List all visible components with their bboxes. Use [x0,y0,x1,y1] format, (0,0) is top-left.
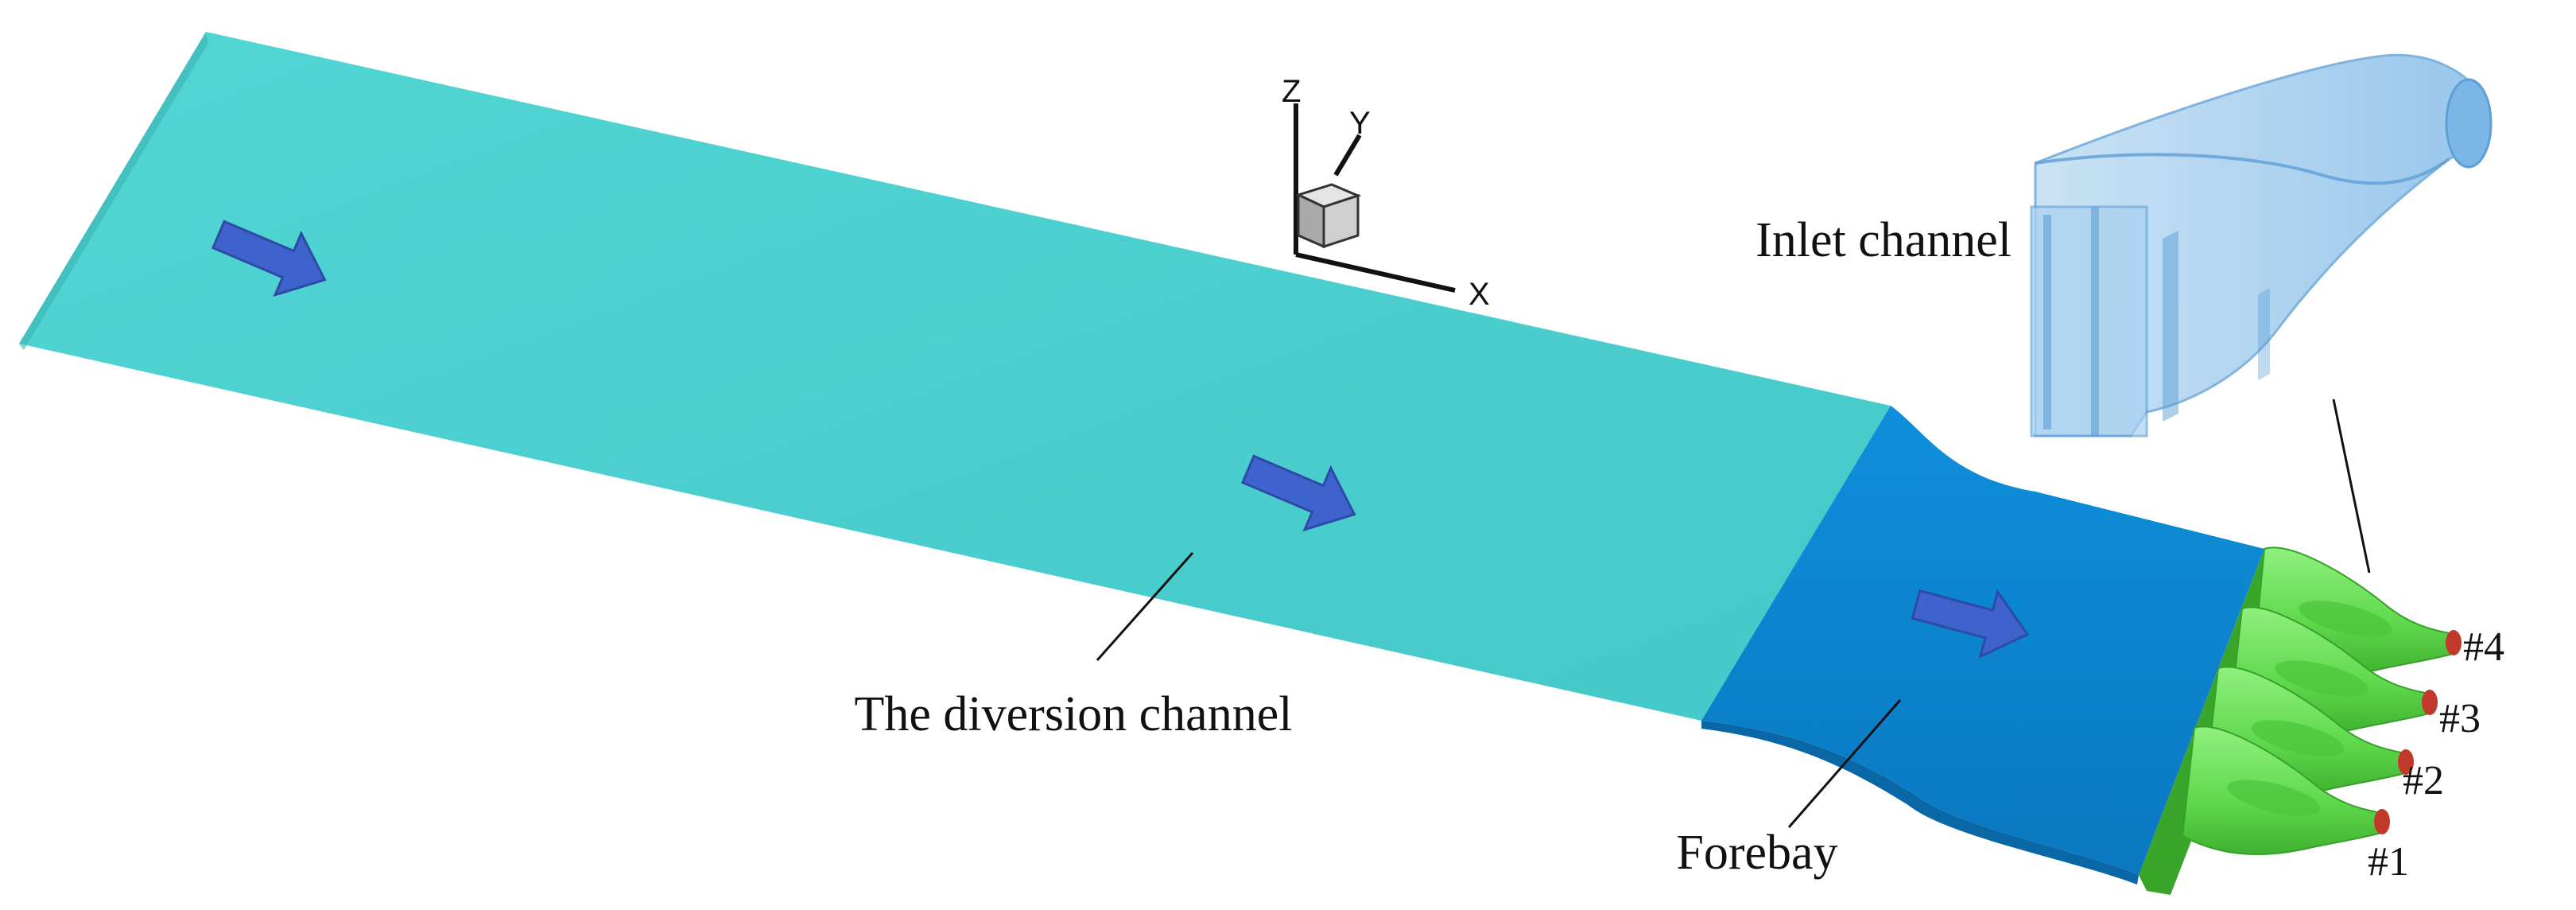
diversion-channel-surface [19,32,1891,721]
label-inlet-channel: Inlet channel [1755,213,2012,267]
axis-label-y: Y [1349,106,1371,141]
label-pump-4: #4 [2463,624,2504,670]
pump-1-body [2181,725,2390,855]
axis-label-x: X [1468,277,1490,312]
label-forebay: Forebay [1676,826,1837,880]
forebay-side [1701,721,2139,885]
label-pump-1: #1 [2368,839,2409,885]
leader-lines [1096,399,2371,828]
inlet-channel-detail [2030,53,2493,438]
label-pump-3: #3 [2439,696,2481,741]
axis-cube-icon [1294,183,1362,249]
label-pump-2: #2 [2403,758,2444,803]
label-diversion-channel: The diversion channel [855,687,1293,741]
forebay-surface [1701,406,2264,875]
axis-triad-icon: Z Y X [1282,74,1490,312]
axis-label-z: Z [1282,74,1301,109]
diversion-channel-edge [19,32,208,350]
forebay [1701,406,2264,885]
pump-inlets [2139,546,2462,895]
diversion-channel [19,32,1891,721]
